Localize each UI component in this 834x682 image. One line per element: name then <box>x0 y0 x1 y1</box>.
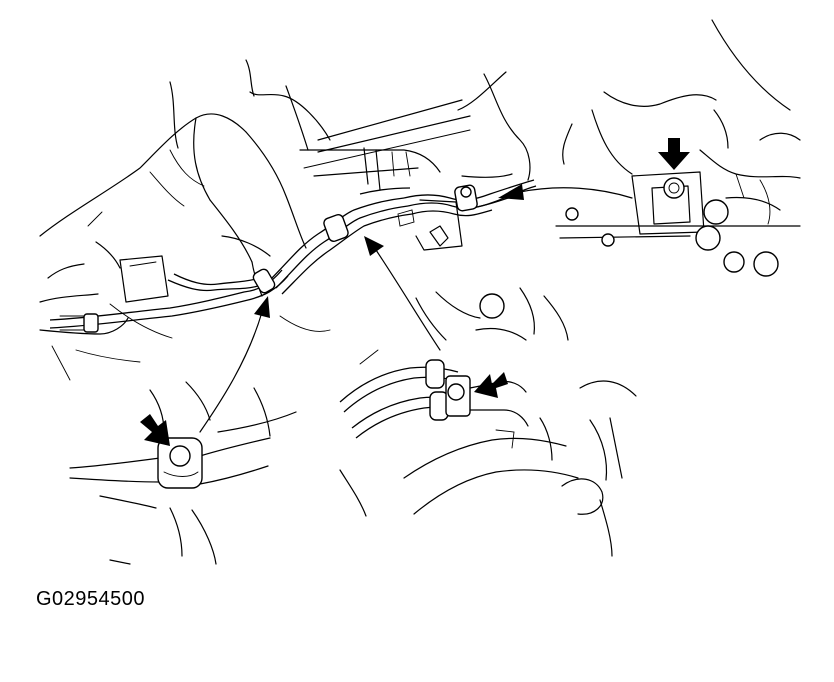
cooler-lines <box>49 179 537 333</box>
arrow-pointer-icon <box>474 372 508 398</box>
arrow-head-icon <box>364 236 384 256</box>
left-clamp-detail <box>69 381 297 565</box>
arrow-pointer-icon <box>140 414 170 446</box>
right-bracket-detail <box>555 19 801 277</box>
arrow-head-icon <box>254 296 270 318</box>
arrow-head-icon <box>498 184 524 200</box>
leader-arrows <box>199 184 633 433</box>
transmission-housing <box>39 59 531 381</box>
center-clamp-detail <box>339 287 637 557</box>
figure-code: G02954500 <box>36 588 146 610</box>
arrow-pointer-icon <box>658 138 690 170</box>
